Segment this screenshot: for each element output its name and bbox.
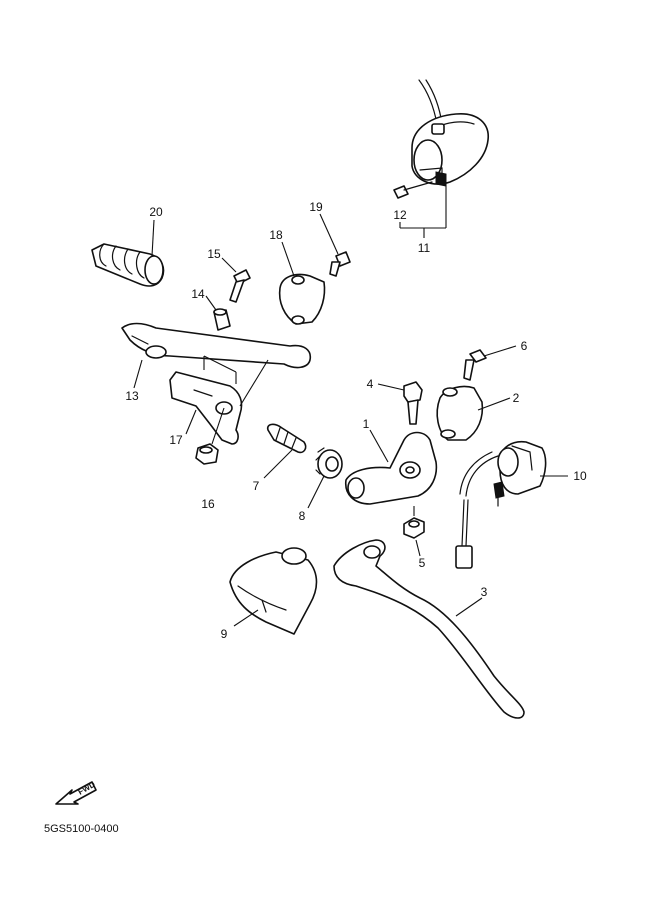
callout-8: 8: [299, 509, 306, 523]
hot-starter-lever-13: [121, 322, 312, 389]
fwd-arrow-icon: FWD: [55, 780, 97, 805]
clutch-lever-3: [333, 539, 525, 719]
clutch-lever-holder-1: [345, 429, 438, 505]
holder-clamp-2: [436, 385, 511, 441]
lever-holder-clamp-18: [278, 241, 326, 325]
nut-16: [195, 443, 219, 465]
callout-10: 10: [573, 469, 587, 483]
callout-1: 1: [363, 417, 370, 431]
handlebar-switch-assembly: [393, 79, 489, 199]
callout-16: 16: [201, 497, 215, 511]
callout-3: 3: [481, 585, 488, 599]
callout-13: 13: [125, 389, 139, 403]
callout-labels: 1 2 3 4 5 6 7 8 9 10 11 12 13 14 15 16 1…: [125, 200, 587, 641]
collar-14: [205, 295, 231, 331]
adjuster-bolt-7: [263, 423, 307, 479]
nut-5: [403, 506, 425, 557]
callout-2: 2: [513, 391, 520, 405]
bolt-4: [377, 381, 423, 425]
throttle-grip: [91, 219, 165, 287]
adjuster-locknut-8: [307, 447, 343, 509]
lever-cover-9: [229, 547, 318, 635]
screw-6: [463, 345, 517, 381]
callout-11-bracket: [399, 184, 447, 238]
callout-17: 17: [169, 433, 183, 447]
drawing-code: 5GS5100-0400: [44, 823, 119, 835]
callout-5: 5: [419, 556, 426, 570]
callout-9: 9: [221, 627, 228, 641]
clutch-switch-10: [455, 440, 568, 569]
callout-12: 12: [393, 208, 407, 222]
callout-11: 11: [418, 241, 431, 255]
callout-15: 15: [207, 247, 221, 261]
callout-4: 4: [367, 377, 374, 391]
callout-19: 19: [309, 200, 323, 214]
callout-18: 18: [269, 228, 283, 242]
callout-7: 7: [253, 479, 260, 493]
hot-starter-holder-17: [169, 355, 269, 445]
screw-19: [319, 213, 351, 277]
callout-6: 6: [521, 339, 528, 353]
callout-20: 20: [149, 205, 163, 219]
callout-14: 14: [191, 287, 205, 301]
bolt-15: [221, 257, 251, 303]
